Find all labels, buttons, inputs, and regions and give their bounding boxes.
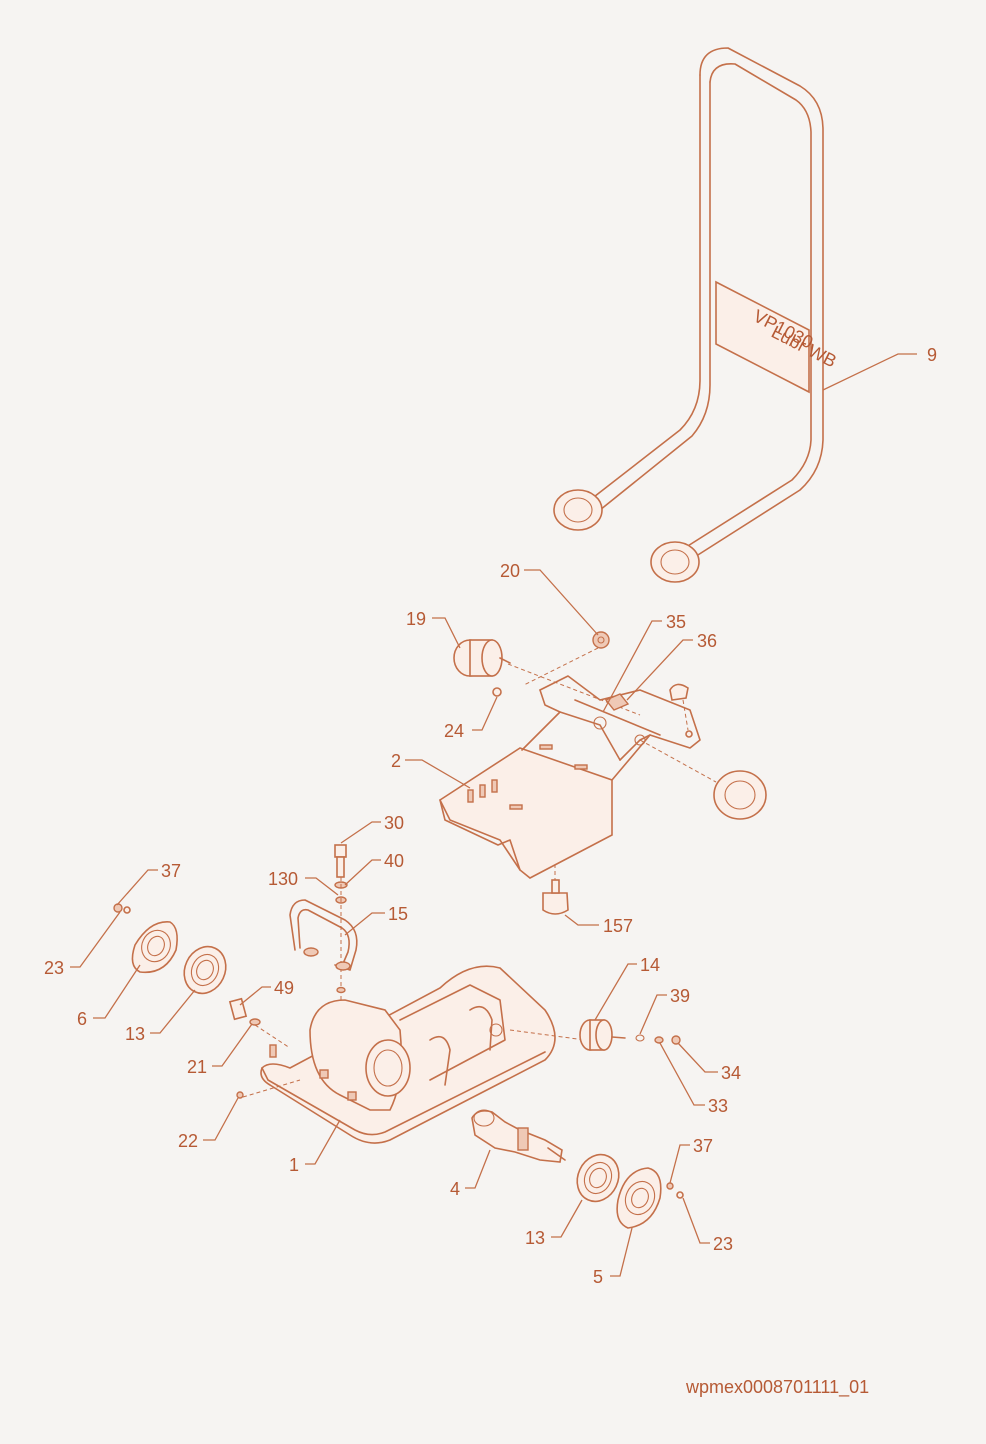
right-small-parts [579,1019,681,1051]
drawing-id-label: wpmex0008701111_01 [686,1377,870,1397]
base-plate-part-1 [260,965,586,1144]
callout-5: 5 [593,1267,603,1287]
right-bearing-group [576,1153,684,1229]
exciter-shaft-part-4 [471,1109,566,1163]
callout-labels: 9 20 19 35 36 24 2 30 37 40 130 15 157 2… [44,345,937,1287]
callout-19: 19 [406,609,426,629]
callout-13-right: 13 [525,1228,545,1248]
callout-21: 21 [187,1057,207,1077]
callout-30: 30 [384,813,404,833]
callout-35: 35 [666,612,686,632]
handle-decal-plate [715,280,810,394]
callout-23-left: 23 [44,958,64,978]
callout-1: 1 [289,1155,299,1175]
callout-24: 24 [444,721,464,741]
callout-37-left: 37 [161,861,181,881]
frame-part-2 [438,675,701,879]
mount-parts-upper [453,631,767,915]
callout-39: 39 [670,986,690,1006]
callout-23-right: 23 [713,1234,733,1254]
callout-6: 6 [77,1009,87,1029]
callout-34: 34 [721,1063,741,1083]
callout-36: 36 [697,631,717,651]
callout-40: 40 [384,851,404,871]
callout-157: 157 [603,916,633,936]
callout-13-left: 13 [125,1024,145,1044]
handle-part-9: VP1030 Lubr WB [553,47,840,583]
callout-33: 33 [708,1096,728,1116]
fasteners-center [289,844,358,1090]
left-bearing-group [113,903,227,995]
callout-2: 2 [391,751,401,771]
callout-14: 14 [640,955,660,975]
callout-15: 15 [388,904,408,924]
callout-130: 130 [268,869,298,889]
callout-37-right: 37 [693,1136,713,1156]
leader-lines [70,353,917,1277]
callout-49: 49 [274,978,294,998]
callout-22: 22 [178,1131,198,1151]
callout-20: 20 [500,561,520,581]
callout-4: 4 [450,1179,460,1199]
callout-9: 9 [927,345,937,365]
